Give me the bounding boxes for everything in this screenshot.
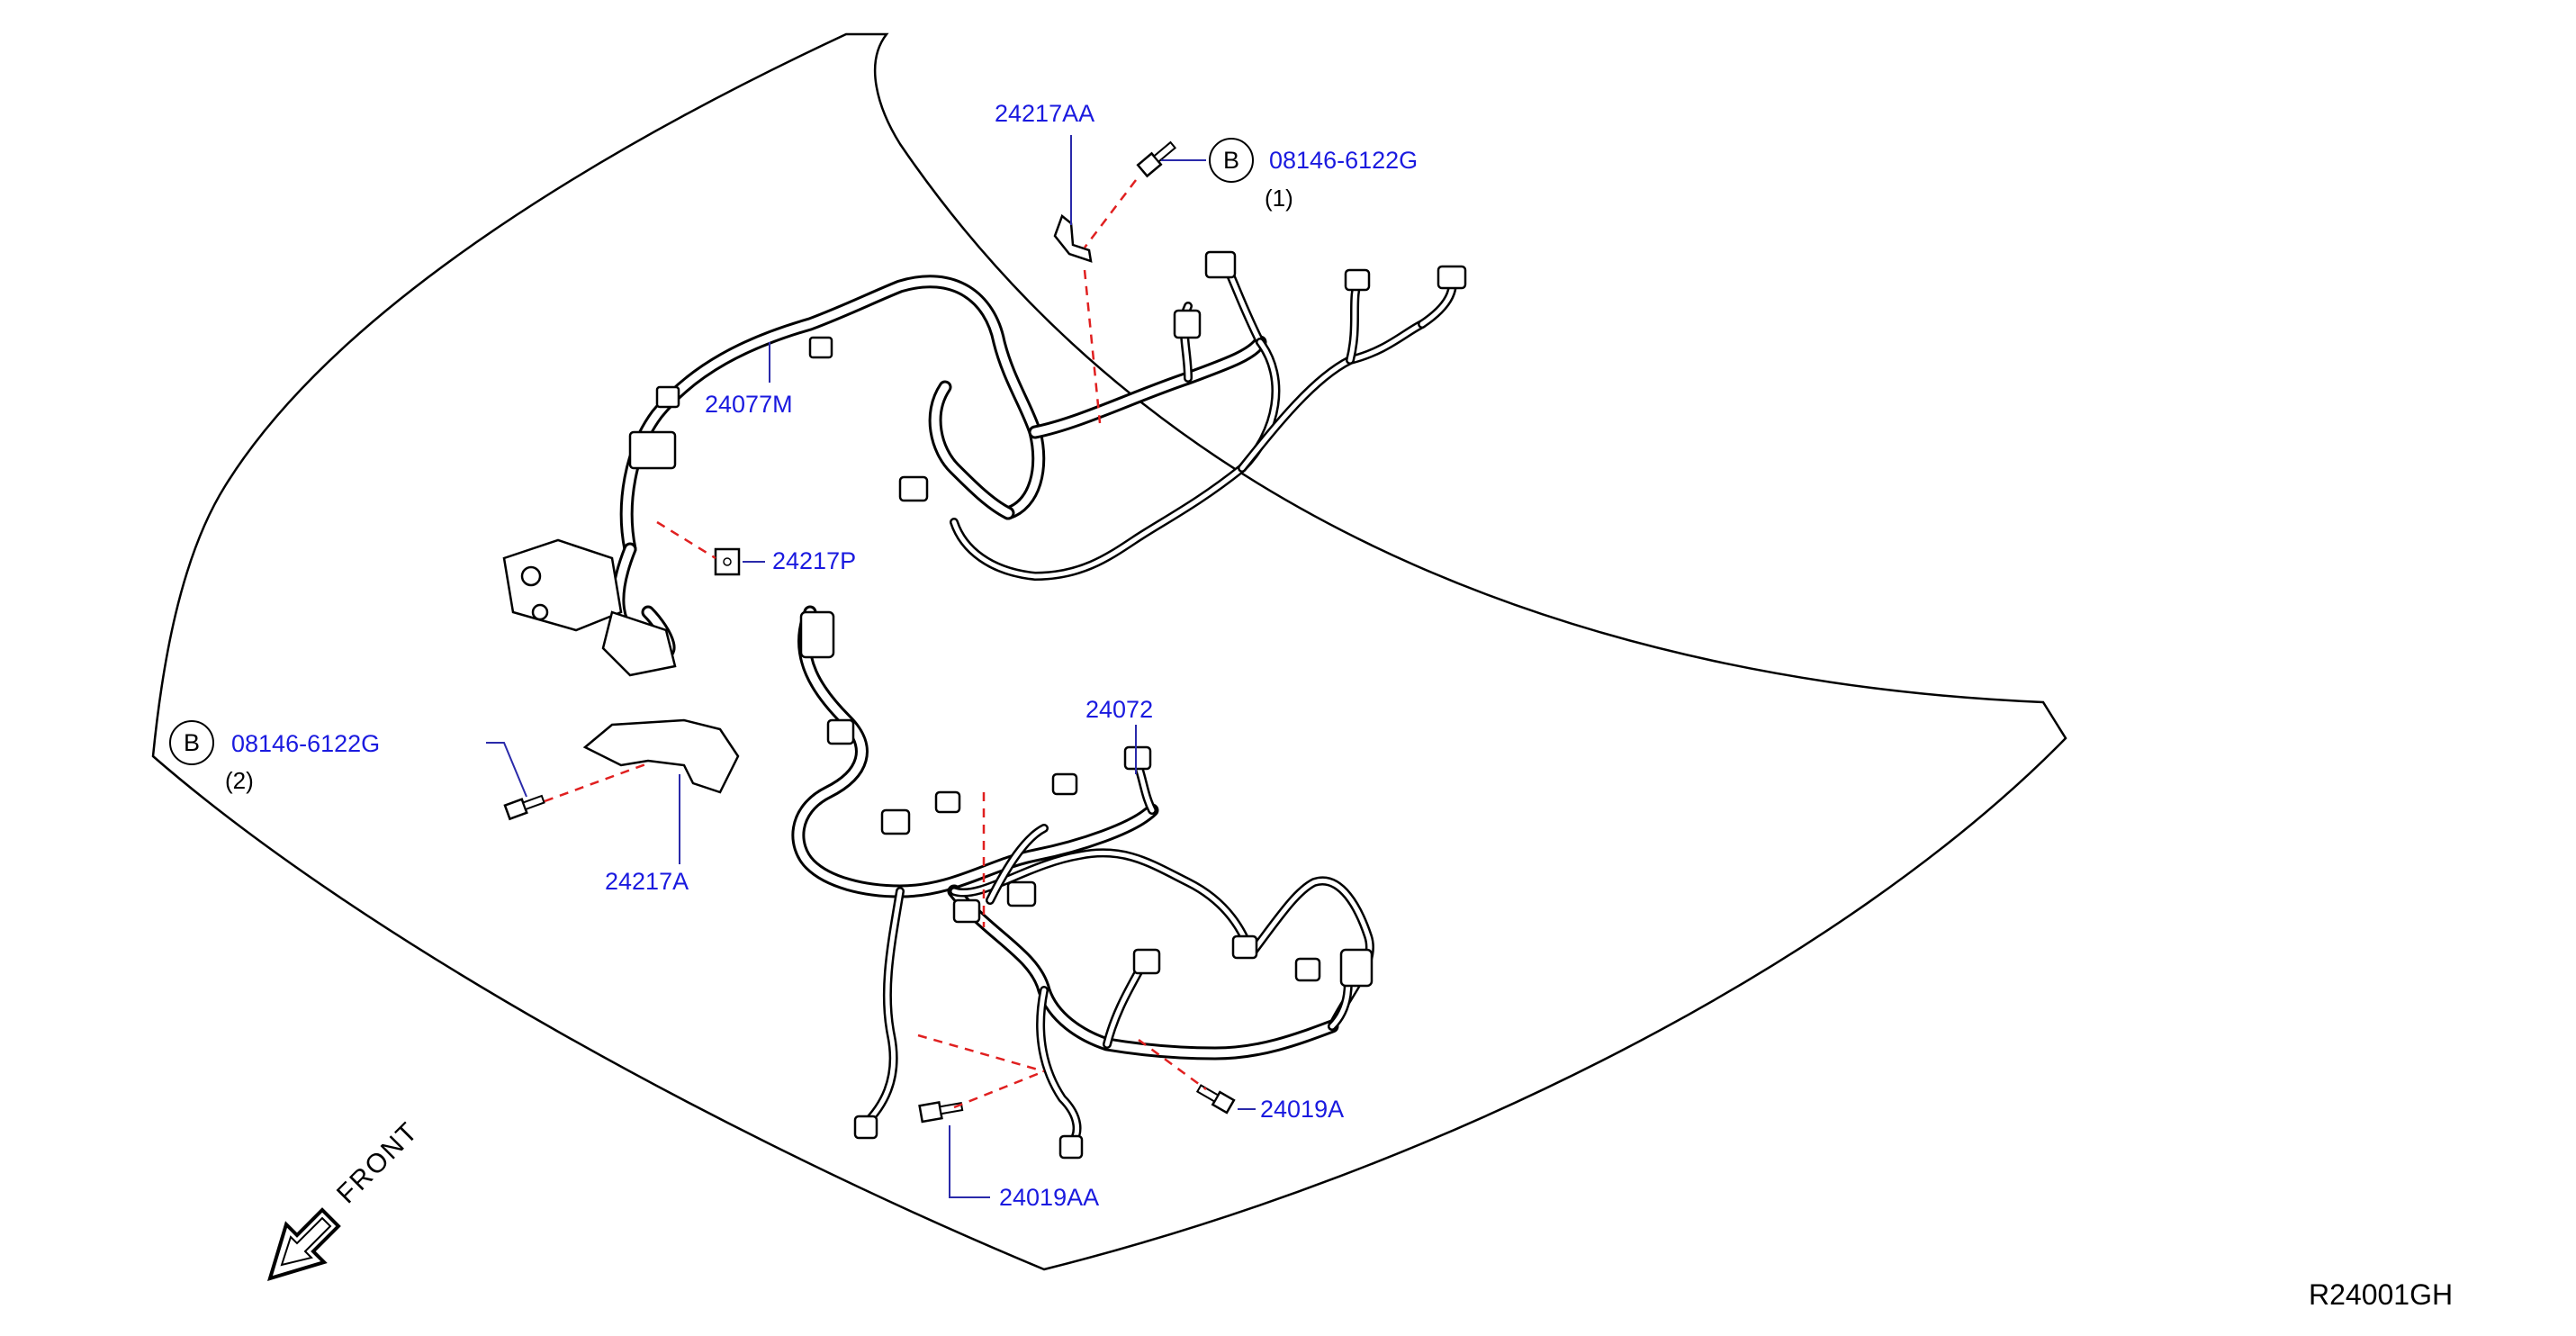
leader-08146-left xyxy=(486,742,527,798)
front-arrow-icon xyxy=(267,1207,341,1281)
quantity-top: (1) xyxy=(1265,185,1293,212)
callout-08146-top: 08146-6122G xyxy=(1269,147,1419,174)
link-24217aa-harness xyxy=(1083,269,1102,424)
callout-08146-left: 08146-6122G xyxy=(231,730,381,757)
bolt-08146-left xyxy=(503,794,545,821)
bolt-24019a xyxy=(1195,1084,1236,1115)
callout-24217aa: 24217AA xyxy=(995,100,1095,127)
link-24217p xyxy=(656,520,716,560)
badge-b-top: B xyxy=(1209,138,1254,183)
bracket-24217a xyxy=(582,718,740,794)
harness-24077m xyxy=(502,250,1467,677)
link-bolt-top xyxy=(1084,179,1137,248)
callout-24072: 24072 xyxy=(1085,696,1154,723)
link-24019aa-b xyxy=(917,1034,1045,1073)
engine-compartment-outline xyxy=(151,32,2067,1271)
badge-b-left: B xyxy=(169,720,214,765)
quantity-left: (2) xyxy=(225,767,254,794)
front-arrow-inner-icon xyxy=(280,1216,332,1267)
bracket-24217aa xyxy=(1053,213,1093,263)
callout-24077m: 24077M xyxy=(705,391,793,418)
callout-24217a: 24217A xyxy=(605,868,689,895)
link-24019a xyxy=(1138,1038,1207,1091)
harness-24072 xyxy=(791,605,1374,1160)
link-bolt-left xyxy=(544,762,649,803)
callout-24217p: 24217P xyxy=(772,547,857,574)
diagram-code: R24001GH xyxy=(2309,1278,2454,1311)
leader-24019aa xyxy=(949,1125,990,1198)
bolt-24019aa xyxy=(918,1100,964,1124)
clip-24217p xyxy=(714,547,741,576)
bolt-08146-top xyxy=(1136,140,1177,178)
callout-24019aa: 24019AA xyxy=(999,1184,1100,1211)
link-24019aa-a xyxy=(953,1070,1045,1109)
callout-24019a: 24019A xyxy=(1260,1096,1345,1123)
